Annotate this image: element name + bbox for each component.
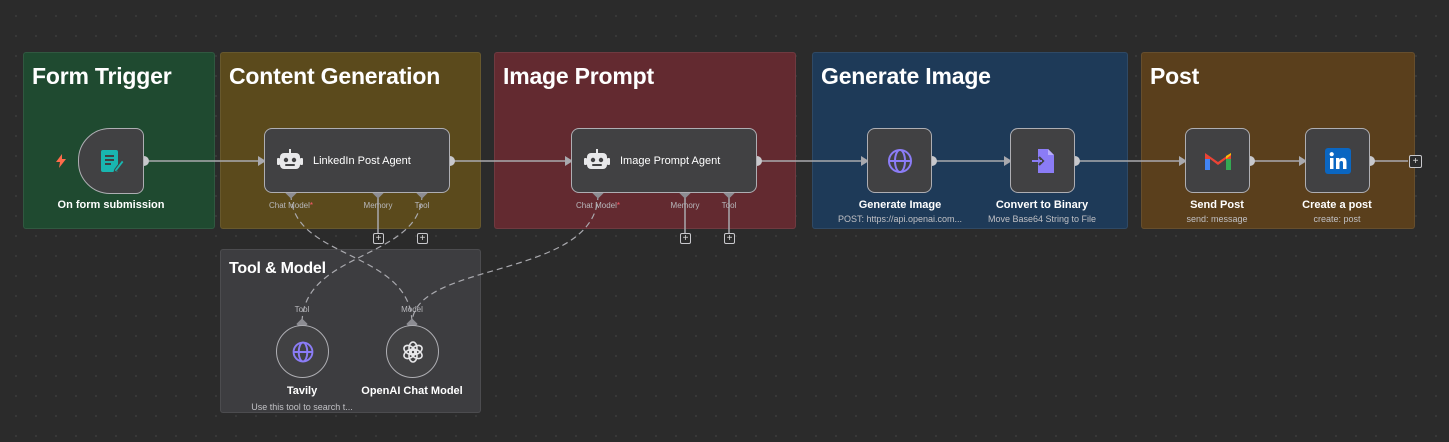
form-icon xyxy=(101,150,125,173)
node-generate-image[interactable] xyxy=(867,128,932,193)
handle-label-tool: Tool xyxy=(294,305,310,314)
handle-label-memory: Memory xyxy=(670,201,700,210)
node-image-prompt-agent[interactable]: Image Prompt Agent xyxy=(571,128,757,193)
lightning-icon xyxy=(56,154,66,168)
node-convert-to-binary[interactable] xyxy=(1010,128,1075,193)
linkedin-icon xyxy=(1324,147,1351,174)
handle-label-chat-model: Chat Model* xyxy=(268,201,314,210)
node-label: Create a post xyxy=(1302,199,1372,211)
node-label: On form submission xyxy=(57,199,165,211)
node-label: LinkedIn Post Agent xyxy=(313,154,411,167)
node-label: Generate Image xyxy=(858,199,942,211)
handle-label-tool: Tool xyxy=(721,201,737,210)
add-tool-button[interactable]: + xyxy=(724,233,735,244)
handle-label-tool: Tool xyxy=(414,201,430,210)
add-memory-button[interactable]: + xyxy=(680,233,691,244)
add-memory-button[interactable]: + xyxy=(373,233,384,244)
globe-icon xyxy=(292,341,313,362)
node-subtitle: create: post xyxy=(1313,214,1361,224)
node-label: Send Post xyxy=(1190,199,1244,211)
node-label: Tavily xyxy=(286,385,318,397)
node-subtitle: send: message xyxy=(1186,214,1248,224)
node-subtitle: POST: https://api.openai.com... xyxy=(837,214,963,224)
handle-label-memory: Memory xyxy=(363,201,393,210)
node-label: Convert to Binary xyxy=(995,199,1089,211)
robot-icon xyxy=(584,148,610,169)
handle-label-chat-model: Chat Model* xyxy=(575,201,621,210)
openai-icon xyxy=(402,340,423,363)
group-title: Post xyxy=(1150,63,1200,89)
node-create-a-post[interactable] xyxy=(1305,128,1370,193)
group-form-trigger: Form Trigger xyxy=(23,52,215,229)
group-title: Generate Image xyxy=(821,63,991,89)
group-title: Form Trigger xyxy=(32,63,172,89)
robot-icon xyxy=(277,148,303,169)
group-title: Tool & Model xyxy=(229,260,326,277)
add-next-node-button[interactable]: + xyxy=(1409,155,1422,168)
node-tavily[interactable] xyxy=(276,325,329,378)
group-title: Image Prompt xyxy=(503,63,654,89)
convert-file-icon xyxy=(1031,148,1054,173)
group-generate-image: Generate Image xyxy=(812,52,1128,229)
node-label: OpenAI Chat Model xyxy=(361,385,463,397)
node-linkedin-post-agent[interactable]: LinkedIn Post Agent xyxy=(264,128,450,193)
node-send-post[interactable] xyxy=(1185,128,1250,193)
node-openai-chat-model[interactable] xyxy=(386,325,439,378)
gmail-icon xyxy=(1204,152,1231,170)
handle-label-model: Model xyxy=(401,305,423,314)
add-tool-button[interactable]: + xyxy=(417,233,428,244)
node-subtitle: Move Base64 String to File xyxy=(987,214,1097,224)
node-on-form-submission[interactable] xyxy=(78,128,144,194)
group-title: Content Generation xyxy=(229,63,441,89)
node-subtitle: Use this tool to search t... xyxy=(251,402,353,412)
node-label: Image Prompt Agent xyxy=(620,154,721,167)
globe-icon xyxy=(887,148,912,173)
